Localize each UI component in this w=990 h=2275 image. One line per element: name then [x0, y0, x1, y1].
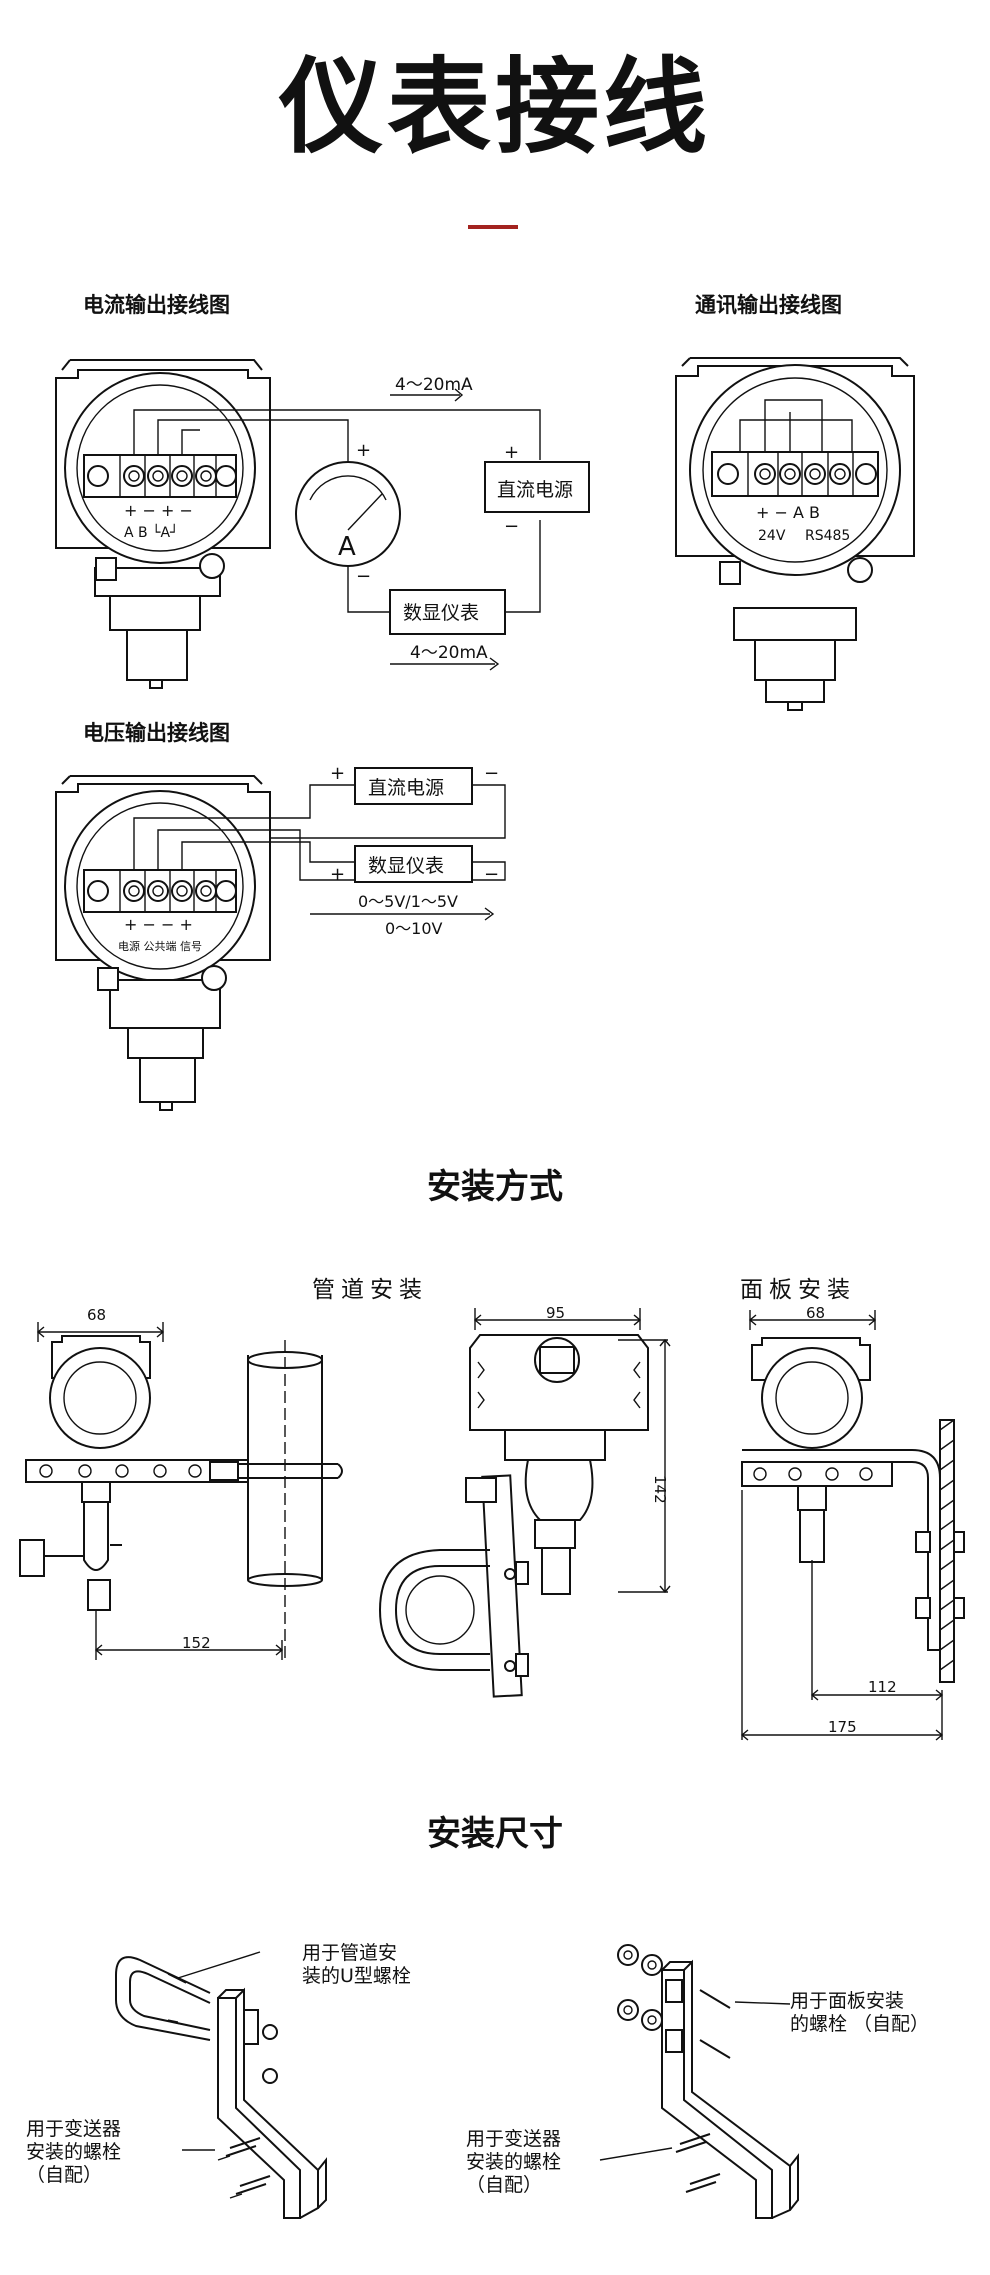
side-view-drawing	[378, 1308, 671, 1698]
voltage-range-2: 0～10V	[385, 919, 443, 938]
comm-transmitter	[675, 357, 915, 711]
dc-power-box	[484, 461, 590, 513]
voltage-meter-minus: −	[484, 864, 499, 885]
voltage-power-minus: −	[484, 763, 499, 784]
comm-terminal-24v: 24V	[758, 528, 786, 544]
pipe-mount-drawing	[19, 1322, 343, 1660]
page-title: 仪表接线	[278, 46, 711, 168]
title-underline	[468, 225, 518, 229]
voltage-meter-plus: +	[330, 864, 345, 885]
ammeter	[295, 461, 401, 567]
comm-wiring-title: 通讯输出接线图	[695, 293, 842, 317]
power-plus: +	[504, 442, 519, 463]
comm-terminal-signs: + − A B	[756, 503, 820, 522]
voltage-terminal-names: 电源 公共端 信号	[118, 939, 202, 953]
dc-power-label: 直流电源	[497, 479, 573, 501]
panel-bracket-drawing	[599, 1944, 799, 2219]
current-transmitter	[55, 359, 271, 689]
comm-terminal-rs485: RS485	[805, 528, 850, 544]
dimensions-heading: 安装尺寸	[427, 1814, 563, 1854]
ammeter-minus: −	[356, 566, 371, 587]
right-transmitter-bolt-callout: 用于变送器 安装的螺栓 （自配）	[466, 2128, 562, 2196]
voltage-range-1: 0～5V/1～5V	[358, 892, 458, 911]
voltage-meter-label: 数显仪表	[368, 855, 444, 877]
pipe-mount-label: 管道安装	[312, 1277, 428, 1303]
panel-bolt-callout: 用于面板安装 的螺栓 （自配）	[790, 1990, 930, 2035]
voltage-meter-box	[354, 845, 473, 883]
left-transmitter-bolt-callout: 用于变送器 安装的螺栓 （自配）	[26, 2118, 122, 2186]
panel-dim-112: 112	[868, 1678, 897, 1696]
current-wiring-title: 电流输出接线图	[83, 293, 230, 317]
u-bolt-bracket-drawing	[115, 1951, 327, 2219]
voltage-dc-power-box	[354, 767, 473, 805]
ammeter-letter: A	[338, 532, 356, 562]
side-dim-142: 142	[651, 1475, 669, 1504]
voltage-wiring-title: 电压输出接线图	[83, 721, 230, 745]
voltage-power-plus: +	[330, 763, 345, 784]
digital-meter-label: 数显仪表	[403, 602, 479, 624]
side-dim-95: 95	[546, 1304, 565, 1322]
installation-heading: 安装方式	[427, 1167, 563, 1207]
panel-dim-68: 68	[806, 1304, 825, 1322]
current-terminal-letters: A B └A┘	[124, 524, 179, 541]
current-loop-wiring	[270, 388, 541, 671]
voltage-dc-power-label: 直流电源	[368, 777, 444, 799]
current-terminal-signs: + − + −	[124, 501, 193, 520]
power-minus: −	[504, 516, 519, 537]
panel-mount-drawing	[740, 1310, 965, 1741]
pipe-dim-68: 68	[87, 1306, 106, 1324]
u-bolt-callout: 用于管道安 装的U型螺栓	[302, 1942, 411, 1987]
current-top-label: 4～20mA	[395, 375, 473, 395]
panel-dim-175: 175	[828, 1718, 857, 1736]
current-bottom-label: 4～20mA	[410, 643, 488, 663]
digital-meter-box	[389, 589, 506, 635]
voltage-terminal-signs: + − − +	[124, 915, 193, 934]
panel-mount-label: 面板安装	[740, 1277, 856, 1303]
ammeter-plus: +	[356, 440, 371, 461]
pipe-dim-152: 152	[182, 1634, 211, 1652]
voltage-transmitter	[55, 775, 271, 1111]
